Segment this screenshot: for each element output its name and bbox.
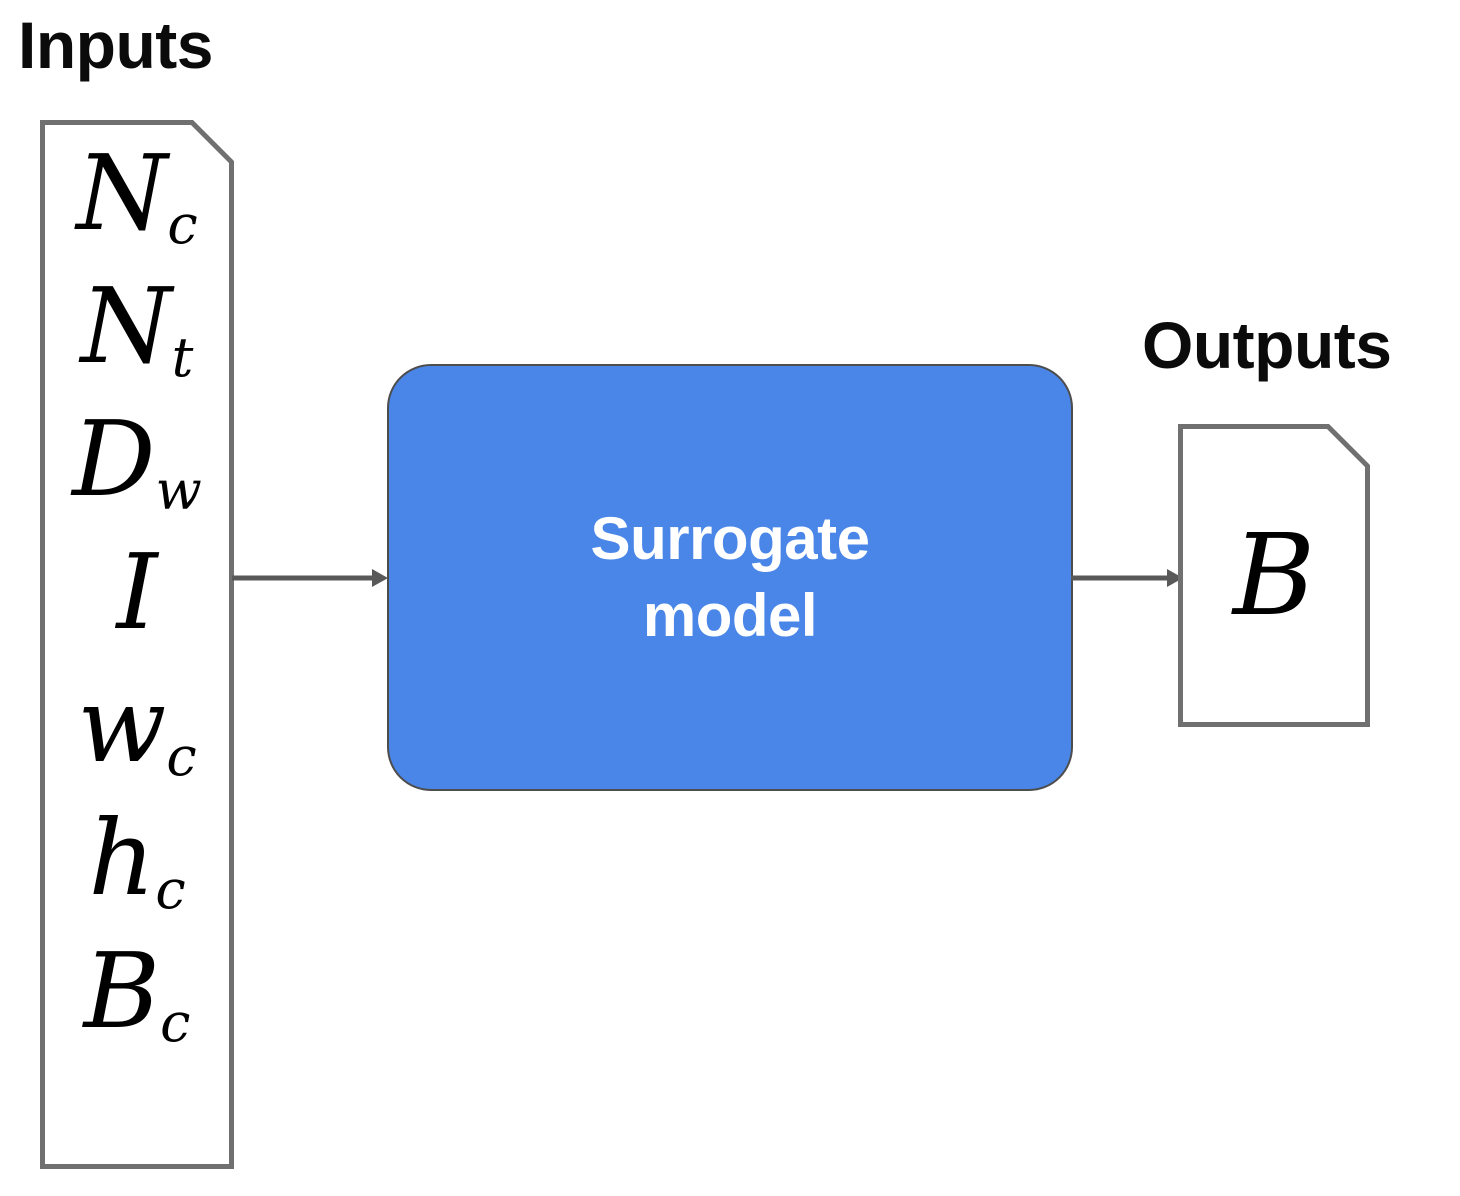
list-item: Dw bbox=[40, 392, 234, 525]
document-with-folded-corner-icon bbox=[40, 120, 234, 1169]
inputs-document: Nc Nt Dw I wc hc Bc bbox=[40, 120, 234, 1169]
variable-N-t: Nt bbox=[80, 264, 194, 389]
variable-I: I bbox=[116, 530, 158, 653]
subscript-c: c bbox=[155, 857, 186, 921]
arrow-right-icon bbox=[232, 569, 388, 587]
arrow-model-to-outputs bbox=[1071, 566, 1183, 590]
variable-N-c: Nc bbox=[76, 131, 198, 256]
outputs-label: Outputs bbox=[1142, 308, 1392, 382]
arrow-right-icon bbox=[1071, 569, 1183, 587]
surrogate-model-label: Surrogate model bbox=[590, 504, 870, 649]
list-item: Bc bbox=[40, 924, 234, 1057]
inputs-variable-list: Nc Nt Dw I wc hc Bc bbox=[40, 120, 234, 1169]
list-item: wc bbox=[40, 658, 234, 791]
list-item: Nc bbox=[40, 126, 234, 259]
variable-D-w: Dw bbox=[72, 397, 202, 522]
inputs-label: Inputs bbox=[18, 8, 213, 82]
surrogate-model-box[interactable]: Surrogate model bbox=[387, 364, 1073, 791]
variable-h-c: hc bbox=[88, 796, 186, 921]
arrow-inputs-to-model bbox=[232, 566, 388, 590]
subscript-c: c bbox=[166, 724, 197, 788]
subscript-t: t bbox=[171, 325, 194, 389]
subscript-c: c bbox=[160, 990, 191, 1054]
list-item: Nt bbox=[40, 259, 234, 392]
subscript-c: c bbox=[167, 192, 198, 256]
list-item: hc bbox=[40, 791, 234, 924]
subscript-w: w bbox=[155, 458, 202, 522]
variable-B: B bbox=[1232, 510, 1316, 641]
document-with-folded-corner-icon bbox=[1178, 424, 1370, 727]
outputs-variable-list: B bbox=[1178, 424, 1370, 727]
list-item: I bbox=[40, 525, 234, 658]
variable-B-c: Bc bbox=[83, 929, 191, 1054]
outputs-document: B bbox=[1178, 424, 1370, 727]
variable-w-c: wc bbox=[77, 663, 197, 788]
